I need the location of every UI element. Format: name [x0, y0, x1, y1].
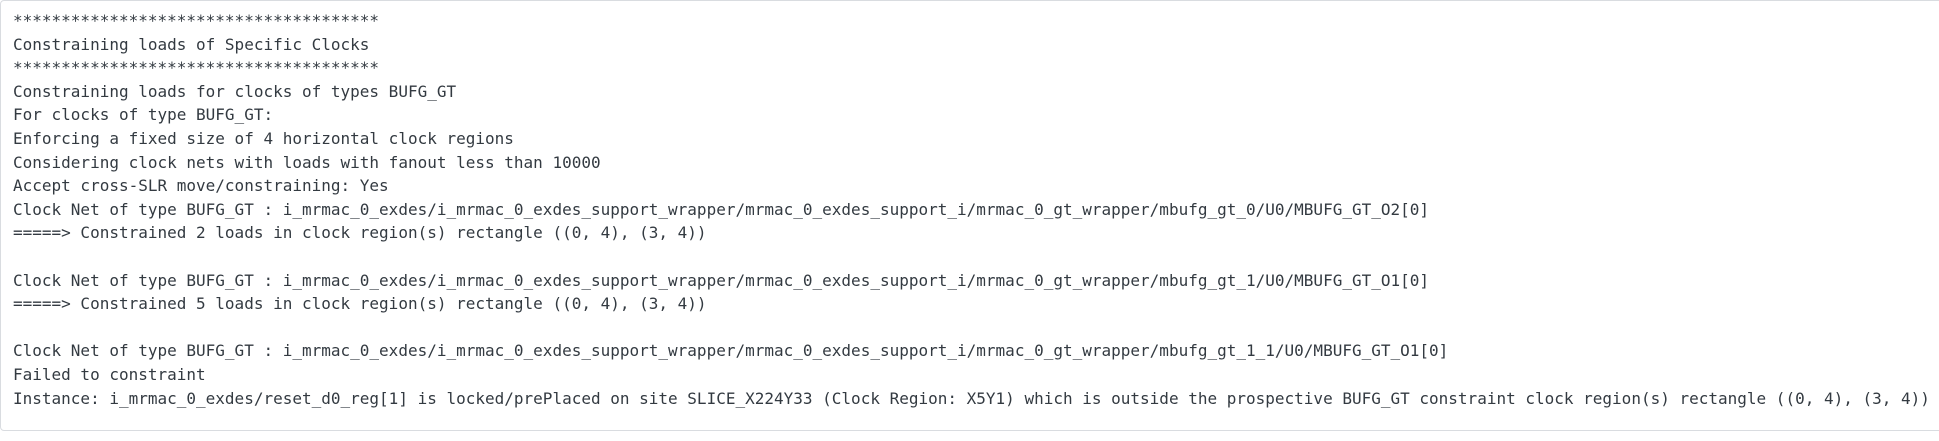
log-clock-net-line: Clock Net of type BUFG_GT : i_mrmac_0_ex… — [13, 341, 1449, 361]
log-separator-line: ************************************** — [13, 58, 380, 78]
log-line: For clocks of type BUFG_GT: — [13, 105, 274, 125]
log-line: Constraining loads for clocks of types B… — [13, 81, 457, 101]
log-line: Considering clock nets with loads with f… — [13, 152, 601, 172]
log-constrained-result: =====> Constrained 2 loads in clock regi… — [13, 223, 707, 243]
log-separator-line: ************************************** — [13, 11, 380, 30]
log-instance-detail: Instance: i_mrmac_0_exdes/reset_d0_reg[1… — [13, 388, 1930, 408]
log-clock-net-line: Clock Net of type BUFG_GT : i_mrmac_0_ex… — [13, 270, 1430, 290]
log-blank-line — [13, 316, 1939, 340]
log-section-title: Constraining loads of Specific Clocks — [13, 34, 370, 54]
log-failed-status: Failed to constraint — [13, 364, 206, 384]
log-blank-line — [13, 245, 1939, 269]
log-line: Accept cross-SLR move/constraining: Yes — [13, 176, 389, 196]
log-line: Enforcing a fixed size of 4 horizontal c… — [13, 128, 514, 148]
placement-log-code-block: ************************************** C… — [0, 0, 1939, 432]
log-clock-net-line: Clock Net of type BUFG_GT : i_mrmac_0_ex… — [13, 199, 1430, 219]
log-constrained-result: =====> Constrained 5 loads in clock regi… — [13, 294, 707, 314]
